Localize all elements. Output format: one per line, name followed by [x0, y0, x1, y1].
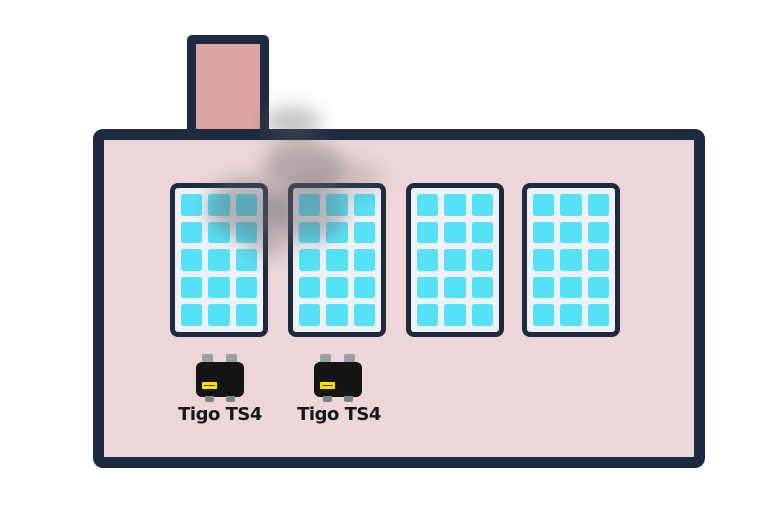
panel-cell — [326, 249, 348, 271]
panel-cell — [444, 276, 466, 299]
solar-panel-4 — [522, 183, 620, 337]
panel-cell — [533, 249, 555, 271]
panel-cell — [299, 194, 321, 216]
tigo-ts4-device-1 — [196, 354, 244, 402]
panel-cell — [471, 276, 493, 299]
panel-cell — [444, 194, 466, 216]
panel-cell — [587, 221, 609, 244]
panel-cell — [587, 194, 609, 216]
device-label-1: Tigo TS4 — [178, 404, 262, 425]
panel-cell — [353, 249, 375, 271]
panel-cell — [560, 194, 582, 216]
panel-cell — [208, 276, 230, 299]
panel-cell — [560, 276, 582, 299]
panel-cell — [471, 221, 493, 244]
panel-cell — [181, 194, 203, 216]
tigo-ts4-device-2 — [314, 354, 362, 402]
panel-cell — [235, 194, 257, 216]
panel-cell — [533, 304, 555, 326]
panel-cell — [181, 276, 203, 299]
panel-cell — [471, 304, 493, 326]
panel-cell — [587, 249, 609, 271]
device-sticker — [202, 382, 217, 389]
device-body — [196, 362, 244, 397]
panel-cell — [471, 194, 493, 216]
panel-cell — [326, 304, 348, 326]
panel-cell — [533, 276, 555, 299]
panel-cell — [587, 304, 609, 326]
panel-cell — [208, 304, 230, 326]
connector-tab-icon — [320, 354, 331, 367]
solar-panel-3 — [406, 183, 504, 337]
connector-tab-icon — [202, 354, 213, 367]
panel-cell — [235, 249, 257, 271]
connector-tab-icon — [226, 354, 237, 367]
panel-cell — [299, 249, 321, 271]
panel-cell — [353, 304, 375, 326]
device-label-2: Tigo TS4 — [297, 404, 381, 425]
solar-panel-1 — [170, 183, 268, 337]
device-body — [314, 362, 362, 397]
device-foot — [205, 396, 214, 402]
panel-cell — [444, 221, 466, 244]
panel-cell — [353, 194, 375, 216]
panel-cell — [471, 249, 493, 271]
panel-cell — [417, 194, 439, 216]
device-foot — [226, 396, 235, 402]
panel-cell — [235, 304, 257, 326]
panel-cell — [444, 249, 466, 271]
panel-cell — [326, 221, 348, 244]
panel-cell — [560, 304, 582, 326]
device-foot — [344, 396, 353, 402]
panel-cell — [560, 221, 582, 244]
panel-cell — [417, 221, 439, 244]
panel-cell — [208, 221, 230, 244]
panel-cell — [417, 304, 439, 326]
solar-panel-2 — [288, 183, 386, 337]
panel-cell — [560, 249, 582, 271]
device-sticker — [320, 382, 335, 389]
panel-cell — [533, 194, 555, 216]
panel-cell — [181, 221, 203, 244]
panel-cell — [326, 276, 348, 299]
panel-cell — [235, 221, 257, 244]
panel-cell — [299, 304, 321, 326]
panel-cell — [181, 249, 203, 271]
panel-cell — [326, 194, 348, 216]
panel-cell — [417, 249, 439, 271]
panel-cell — [417, 276, 439, 299]
panel-cell — [208, 194, 230, 216]
panel-cell — [353, 276, 375, 299]
chimney — [187, 35, 269, 140]
device-foot — [323, 396, 332, 402]
panel-cell — [299, 276, 321, 299]
panel-cell — [299, 221, 321, 244]
connector-tab-icon — [344, 354, 355, 367]
panel-cell — [181, 304, 203, 326]
panel-cell — [444, 304, 466, 326]
panel-cell — [353, 221, 375, 244]
panel-cell — [587, 276, 609, 299]
panel-cell — [235, 276, 257, 299]
panel-cell — [533, 221, 555, 244]
panel-cell — [208, 249, 230, 271]
